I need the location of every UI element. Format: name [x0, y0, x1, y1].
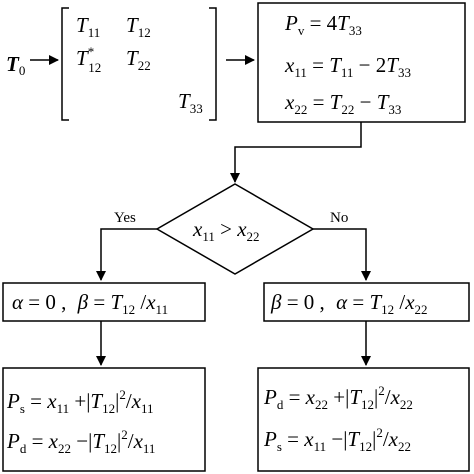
left-params-text: α = 0 , β = T12 /x11: [12, 290, 168, 319]
formula-x22: x22 = T22 − T33: [284, 90, 401, 119]
left-result-box: [2, 367, 206, 472]
decision-condition: x11 > x22: [192, 217, 260, 246]
decision-diamond: [155, 183, 315, 275]
left-params-box: [2, 282, 206, 322]
matrix-t33: T33: [178, 89, 203, 116]
right-result-ps: Ps = x11 −|T12|2/x22: [263, 425, 411, 456]
matrix-right-bracket: [209, 7, 217, 121]
right-result-pd: Pd = x22 +|T12|2/x22: [263, 383, 413, 414]
formula-pv: Pv = 4T33: [284, 11, 362, 40]
left-result-ps: Ps = x11 +|T12|2/x11: [6, 387, 154, 418]
matrix-t22: T22: [126, 46, 151, 73]
matrix-t12-conj: T*12: [76, 44, 101, 75]
no-label: No: [330, 210, 348, 226]
formulas-to-decision-arrow: [230, 122, 362, 183]
right-result-box: [257, 367, 470, 472]
formulas-box: [257, 2, 466, 123]
matrix-t12: T12: [126, 13, 151, 40]
right-params-box: [263, 282, 470, 322]
yes-label: Yes: [114, 210, 136, 226]
formula-x11: x11 = T11 − 2T33: [284, 53, 411, 82]
input-label: T0: [6, 52, 25, 78]
no-branch-arrow: [313, 228, 371, 281]
matrix-t11: T11: [76, 13, 100, 40]
matrix-left-bracket: [61, 7, 69, 121]
left-result-pd: Pd = x22 −|T12|2/x11: [6, 427, 155, 458]
right-params-text: β = 0 , α = T12 /x22: [270, 290, 428, 319]
yes-branch-arrow: [96, 228, 157, 281]
